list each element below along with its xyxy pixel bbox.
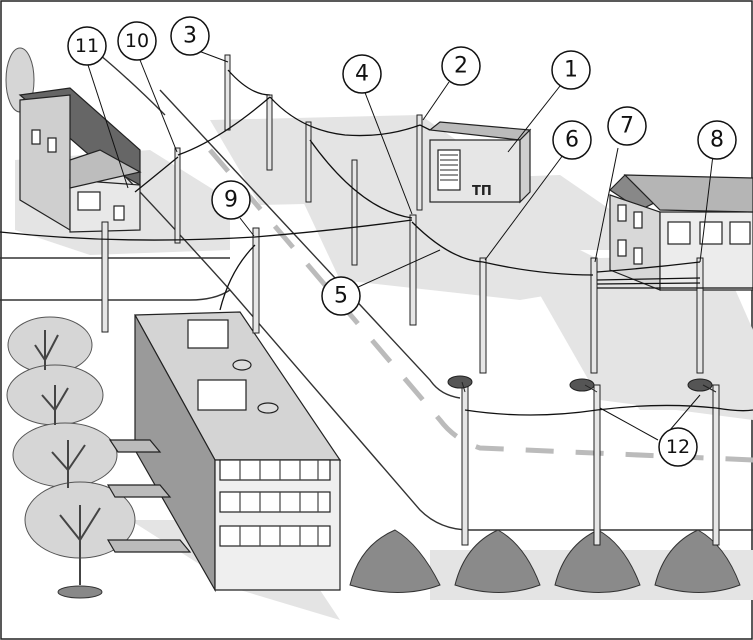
- bush-row: [349, 529, 741, 593]
- callout-5: 5: [321, 276, 361, 316]
- callout-4-label: 4: [355, 62, 369, 87]
- power-lines: [0, 69, 753, 416]
- callout-10-label: 10: [125, 30, 149, 52]
- callout-1: 1: [551, 50, 591, 90]
- callout-2-label: 2: [454, 54, 468, 79]
- callout-8-label: 8: [710, 128, 724, 153]
- callout-9: 9: [211, 180, 251, 220]
- callout-12-label: 12: [666, 436, 690, 458]
- tree-base: [57, 585, 103, 599]
- callout-6-label: 6: [565, 128, 579, 153]
- street-lamps: [447, 375, 720, 546]
- tree-row-left: [5, 47, 136, 599]
- utility-poles: [101, 54, 704, 374]
- callout-1-label: 1: [564, 58, 578, 83]
- building-right: [609, 174, 753, 291]
- callout-3-label: 3: [183, 24, 197, 49]
- callout-7: 7: [607, 106, 647, 146]
- callout-7-label: 7: [620, 114, 634, 139]
- substation-sign: ТП: [472, 184, 492, 199]
- leader-lines: [87, 49, 714, 441]
- callout-4: 4: [342, 54, 382, 94]
- callout-2: 2: [441, 46, 481, 86]
- callout-11-label: 11: [75, 35, 99, 57]
- transformer-substation: ТП: [428, 121, 532, 204]
- callout-12: 12: [658, 427, 698, 467]
- road-center-dashes: [208, 148, 753, 463]
- callout-9-label: 9: [224, 188, 238, 213]
- office-building: [106, 311, 342, 593]
- callout-8: 8: [697, 120, 737, 160]
- callout-11: 11: [67, 26, 107, 66]
- callout-10: 10: [117, 21, 157, 61]
- callout-5-label: 5: [334, 284, 348, 309]
- house-left: [18, 87, 142, 233]
- callout-3: 3: [170, 16, 210, 56]
- callout-6: 6: [552, 120, 592, 160]
